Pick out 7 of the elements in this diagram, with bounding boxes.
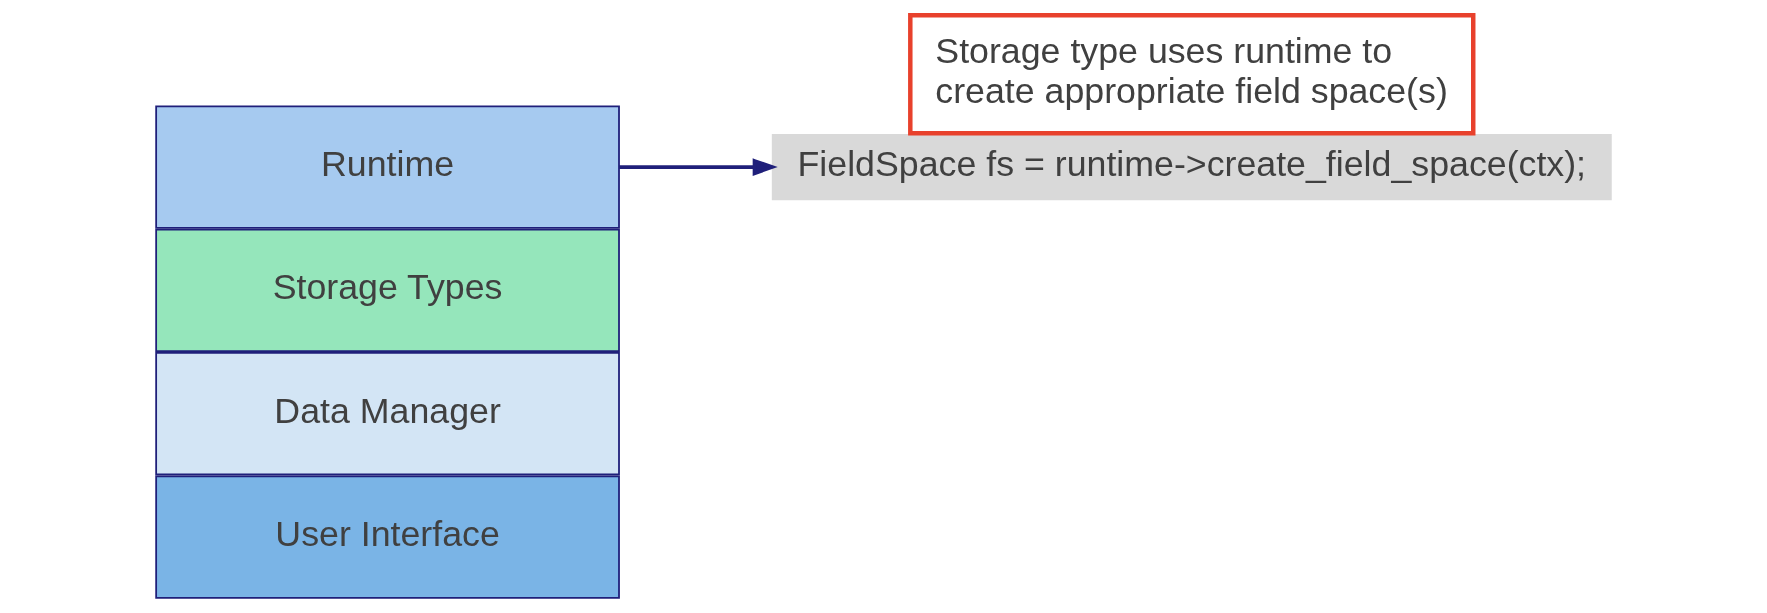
node-box: FieldSpace fs = runtime->create_field_space(ctx);	[771, 134, 1612, 201]
node-box: Storage type uses runtime to create appropriate field space(s)	[908, 12, 1476, 136]
node-box: User Interface	[155, 475, 620, 599]
node-box: Data Manager	[155, 352, 620, 476]
arrow	[619, 158, 778, 176]
node-box: Runtime	[155, 105, 620, 229]
node-box: Storage Types	[155, 228, 620, 353]
